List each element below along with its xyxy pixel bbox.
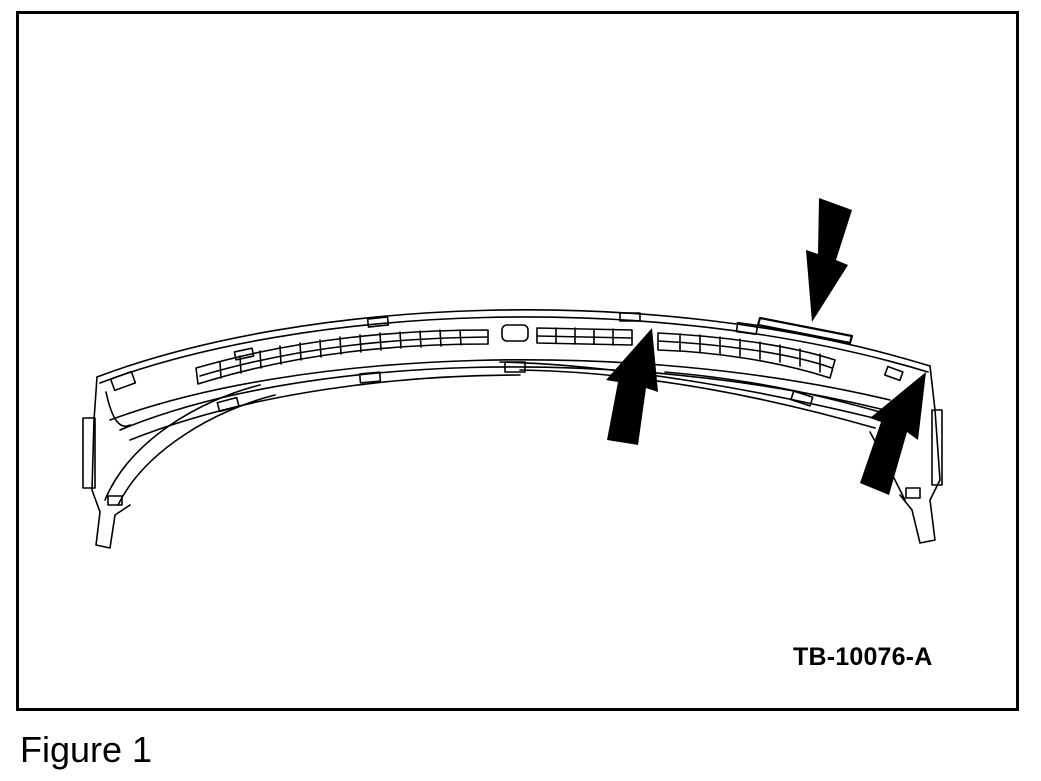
figure-frame [16,11,1019,711]
callout-arrows [606,198,926,495]
arrow-down-upper-right [806,198,852,322]
arrow-up-right-end [860,372,926,495]
vent-grille-right [657,332,836,379]
vent-grille-center [501,324,633,346]
cowl-panel-lower-edge [119,366,886,431]
arrow-up-center [606,328,658,445]
cowl-left-end [91,376,131,549]
cowl-right-end [899,365,941,544]
reference-code: TB-10076-A [793,643,933,671]
figure-caption: Figure 1 [20,729,153,770]
seal-strip [756,316,854,345]
vent-grille-left [195,329,489,385]
